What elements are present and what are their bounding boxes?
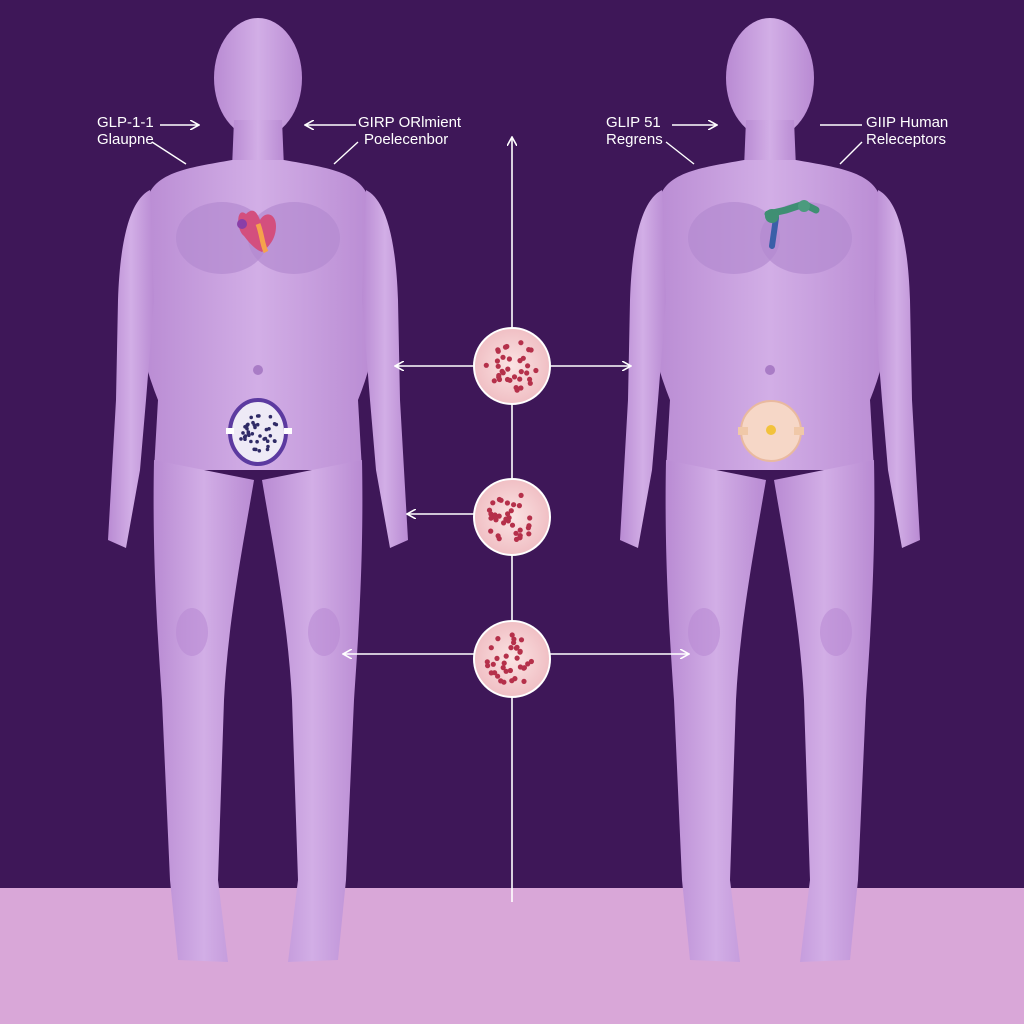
label-right-b-line1: GIIP Human (866, 114, 949, 131)
floor (0, 888, 1024, 1024)
label-right-a: GLIP 51 Regrens (606, 114, 663, 148)
label-left-b: GIRP ORlmient Poelecenbor (358, 114, 461, 148)
label-left-b-line2: Poelecenbor (364, 131, 449, 148)
label-left-a-line1: GLP-1-1 (97, 114, 154, 131)
left-body-figure (108, 18, 408, 962)
label-right-b-line2: Releceptors (866, 131, 947, 148)
pointer-right-b-tail (839, 141, 863, 165)
receptor-molecule-icon (764, 200, 820, 249)
right-body-figure (620, 18, 920, 962)
capsule-icon (738, 400, 804, 462)
heart-organ-icon (237, 210, 276, 254)
tissue-cell-icon (473, 327, 551, 405)
label-right-a-line2: Regrens (606, 131, 663, 148)
label-left-b-line1: GIRP ORlmient (358, 114, 462, 131)
label-right-b: GIIP Human Releceptors (866, 114, 948, 148)
label-left-a-line2: Glaupne (97, 131, 154, 148)
tissue-cell-icon (473, 478, 551, 556)
pointer-right-a-tail (665, 141, 695, 165)
pointer-left-b-tail (333, 141, 359, 165)
label-left-a: GLP-1-1 Glaupne (97, 114, 154, 148)
label-right-a-line1: GLIP 51 (606, 114, 661, 131)
dotted-cell-icon (226, 398, 292, 466)
pointer-left-a-tail (151, 141, 187, 165)
tissue-cell-icon (473, 620, 551, 698)
